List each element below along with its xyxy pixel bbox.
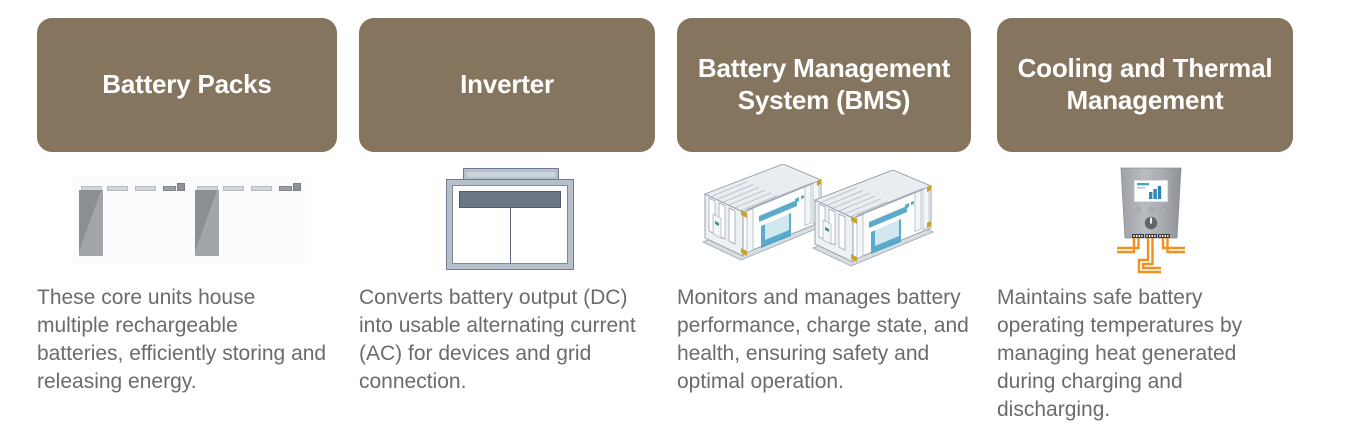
card-title: Battery Management System (BMS): [697, 53, 951, 115]
card-title: Inverter: [460, 69, 554, 100]
thermostat-control-panel-icon: [1103, 160, 1199, 278]
header-card-cooling: Cooling and Thermal Management: [997, 18, 1293, 152]
cell-terminal: [223, 186, 244, 191]
bess-container-unit: [807, 170, 939, 270]
cell-terminal: [279, 186, 292, 191]
battery-pack-group: [79, 182, 187, 258]
header-card-inverter: Inverter: [359, 18, 655, 152]
column-inverter: Inverter Converts battery output (DC) in…: [359, 0, 681, 439]
battery-cell: [195, 190, 220, 256]
cell-terminal: [293, 183, 301, 191]
cell-terminal: [251, 186, 272, 191]
card-title: Cooling and Thermal Management: [1017, 53, 1273, 115]
inverter-front-panel: [452, 185, 568, 264]
description-text: Maintains safe battery operating tempera…: [997, 286, 1243, 421]
header-card-battery-packs: Battery Packs: [37, 18, 337, 152]
inverter-body: [446, 179, 574, 270]
inverter-cabinet-icon: [442, 168, 578, 270]
cell-terminal: [177, 183, 185, 191]
cell-terminal: [163, 186, 176, 191]
battery-cells-icon: [73, 176, 305, 264]
bess-container-unit: [697, 164, 829, 264]
cell-terminal: [107, 186, 128, 191]
header-card-bms: Battery Management System (BMS): [677, 18, 971, 152]
illustration-battery-cells: [37, 160, 337, 278]
description-text: Converts battery output (DC) into usable…: [359, 286, 636, 393]
column-battery-management-system: Battery Management System (BMS): [677, 0, 999, 439]
inverter-door-seam: [510, 208, 511, 263]
battery-pack-group: [195, 182, 303, 258]
battery-cell: [79, 190, 104, 256]
illustration-thermostat: [997, 160, 1297, 278]
description-text: These core units house multiple recharge…: [37, 286, 327, 393]
inverter-display: [459, 191, 561, 208]
column-battery-packs: Battery Packs: [37, 0, 359, 439]
column-cooling-thermal-management: Cooling and Thermal Management: [997, 0, 1319, 439]
illustration-containers: [677, 160, 977, 278]
description-text: Monitors and manages battery performance…: [677, 286, 969, 393]
container-units-icon: [697, 164, 959, 276]
illustration-inverter: [359, 160, 659, 278]
card-title: Battery Packs: [102, 69, 272, 100]
cell-terminal: [135, 186, 156, 191]
